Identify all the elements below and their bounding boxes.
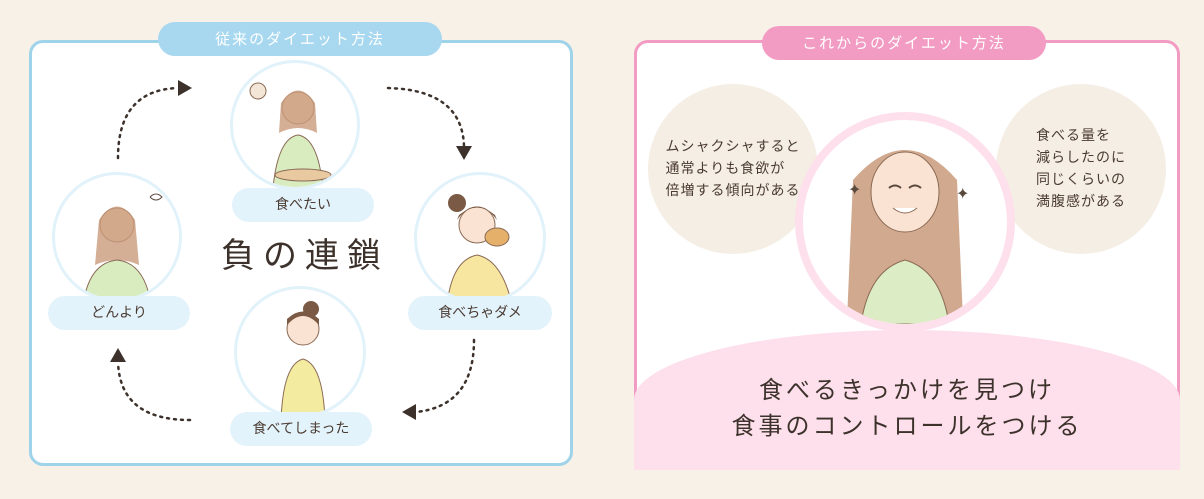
smiling-woman-illustration	[847, 150, 963, 324]
bubble-fullness: 食べる量を 減らしたのに 同じくらいの 満腹感がある	[996, 84, 1166, 254]
step-label-want-to-eat: 食べたい	[232, 188, 374, 222]
sparkle-right-icon: ✦	[956, 184, 970, 203]
woman-gloomy-illustration	[83, 193, 163, 299]
arrowhead-bottom-right	[402, 404, 416, 420]
bubble-stress-eating: ムシャクシャすると 通常よりも食欲が 倍増する傾向がある	[648, 84, 818, 254]
sparkle-left-icon: ✦	[848, 180, 862, 199]
bubble-fullness-text: 食べる量を 減らしたのに 同じくらいの 満腹感がある	[1036, 128, 1126, 210]
illustration-gloomy	[52, 172, 182, 302]
arrow-bottom-right	[414, 338, 476, 414]
arrow-top-right	[386, 86, 466, 148]
arrowhead-top-left	[178, 80, 192, 96]
arrow-bottom-left	[116, 360, 192, 422]
step-label-must-not-eat: 食べちゃダメ	[408, 296, 552, 330]
vicious-cycle-title: 負の連鎖	[221, 236, 389, 276]
arrowhead-bottom-left	[110, 348, 126, 362]
illustration-must-not-eat	[414, 172, 546, 304]
message-line-2: 食事のコントロールをつける	[731, 412, 1083, 440]
step-label-ate-it: 食べてしまった	[230, 412, 372, 446]
woman-eating-burger-illustration	[447, 194, 512, 301]
pink-arc-background	[634, 330, 1180, 470]
illustration-want-to-eat	[230, 60, 360, 190]
step-label-gloomy: どんより	[48, 296, 190, 330]
illustration-ate-it	[234, 286, 366, 418]
bubble-stress-eating-text: ムシャクシャすると 通常よりも食欲が 倍増する傾向がある	[665, 139, 801, 199]
woman-holding-stomach-illustration	[280, 301, 326, 415]
arrowhead-top-right	[456, 146, 472, 160]
arrow-top-left	[116, 86, 180, 160]
traditional-diet-badge: 従来のダイエット方法	[158, 22, 442, 56]
illustration-happy-woman	[795, 112, 1015, 332]
woman-thinking-food-illustration	[249, 82, 332, 187]
new-diet-badge: これからのダイエット方法	[762, 26, 1046, 60]
message-line-1: 食べるきっかけを見つけ	[758, 376, 1056, 404]
